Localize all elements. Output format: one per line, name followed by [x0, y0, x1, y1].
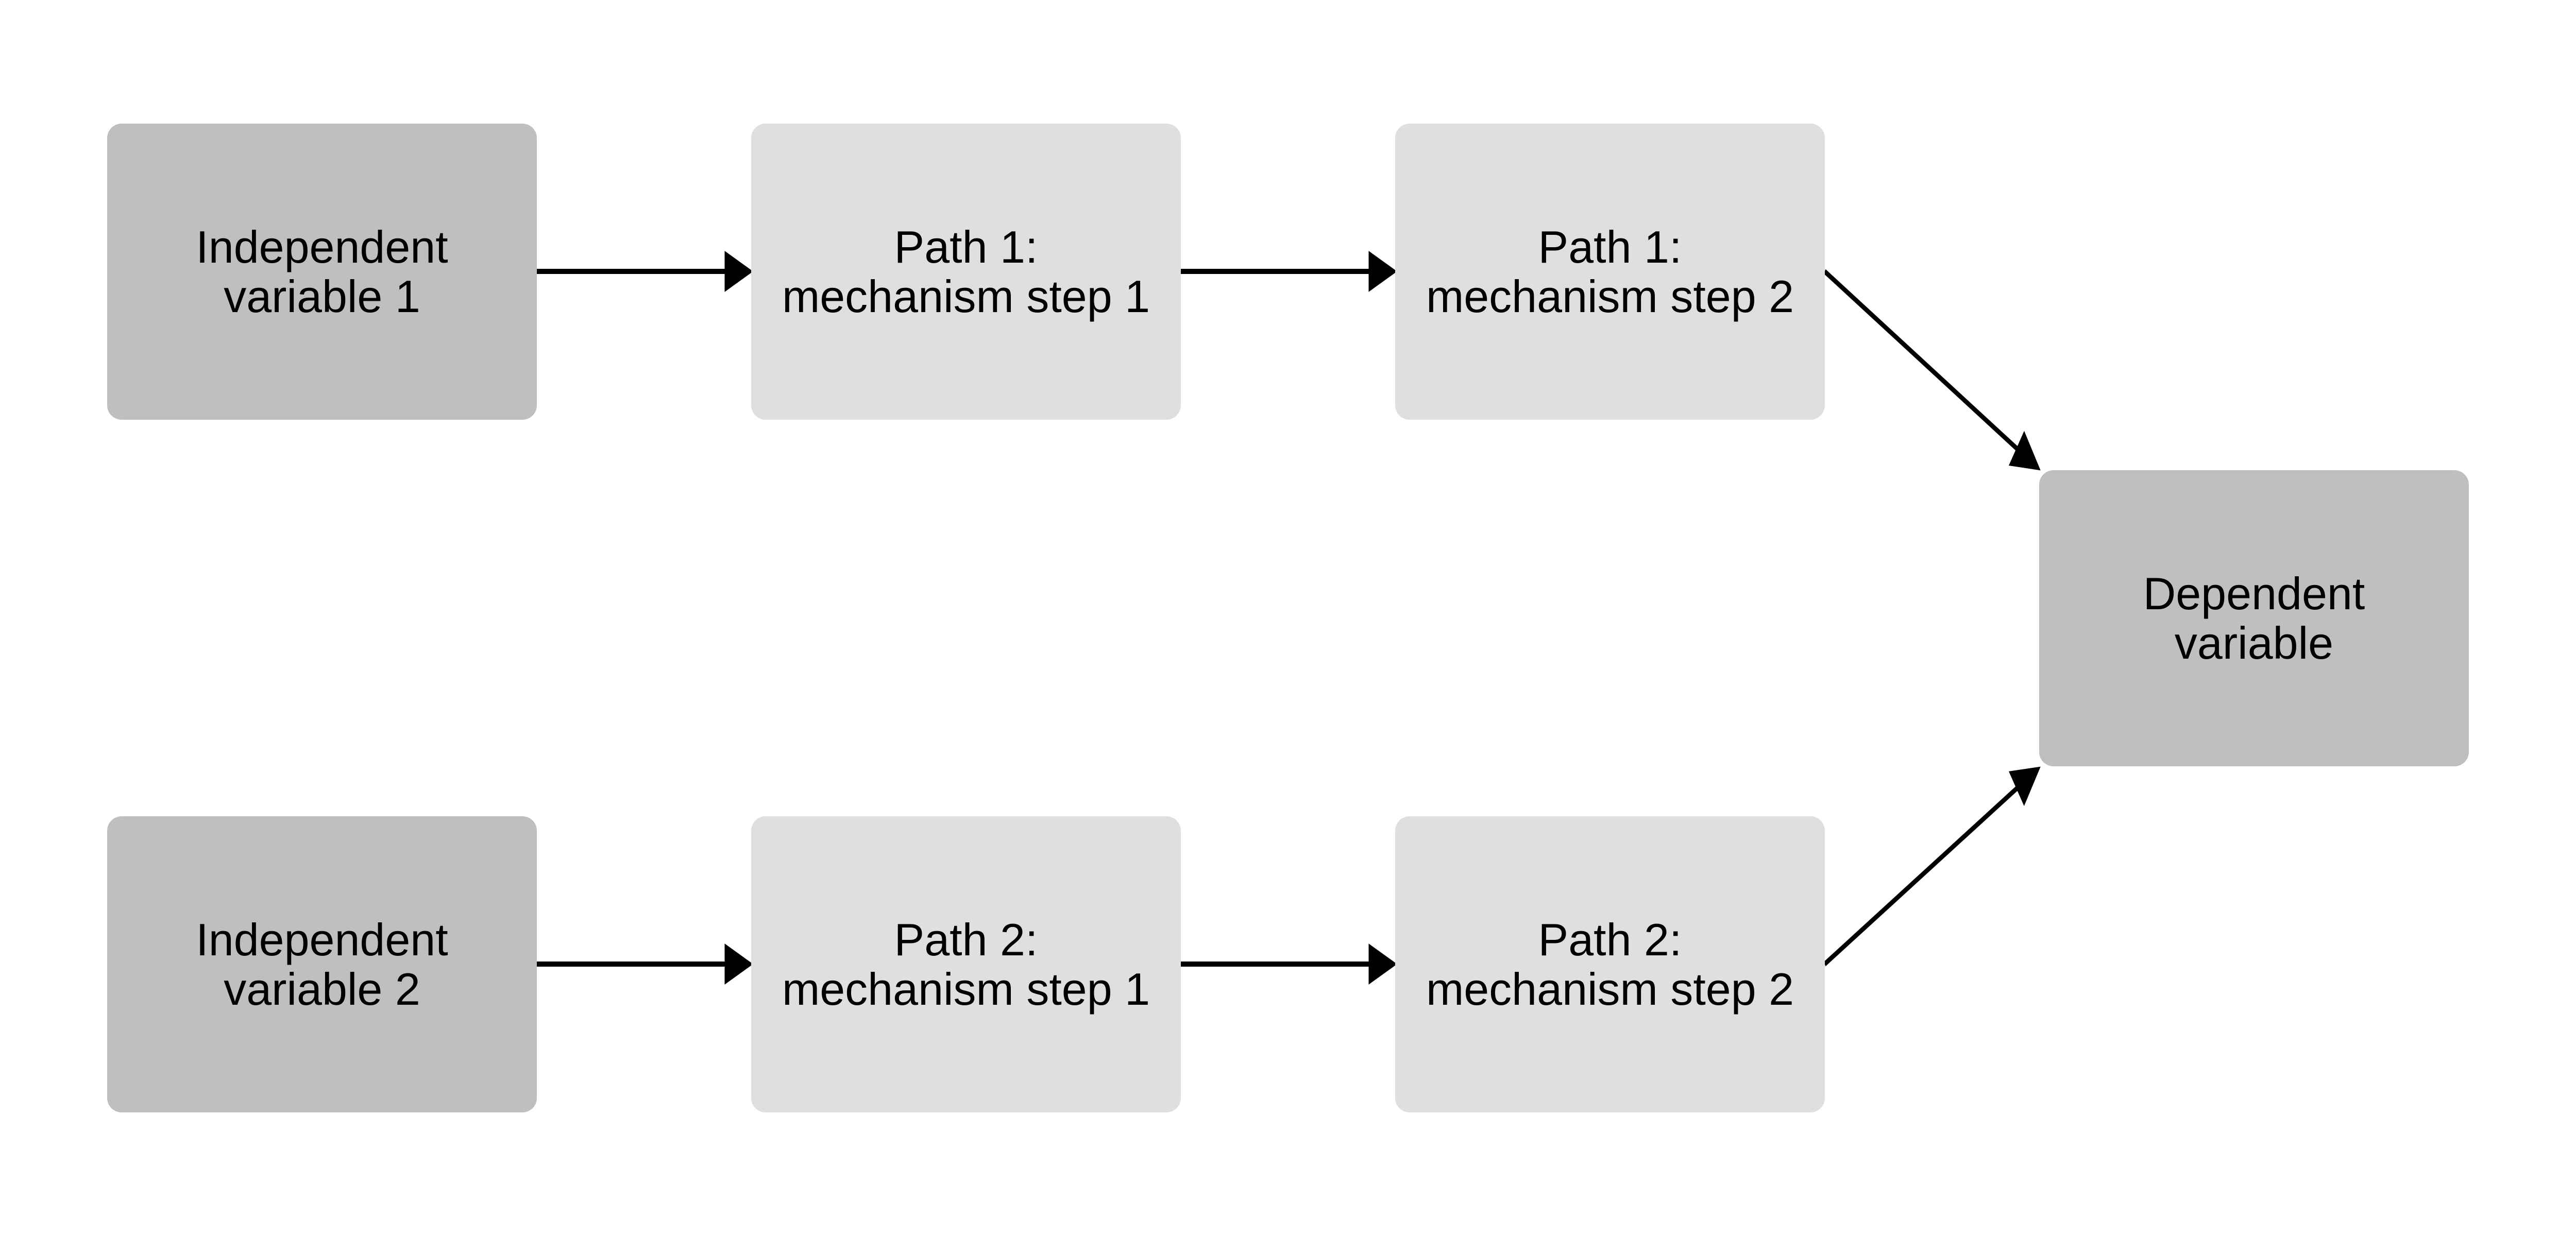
- node-label: Path 2:: [894, 914, 1038, 965]
- node-label: mechanism step 1: [782, 963, 1150, 1015]
- node-label: mechanism step 2: [1426, 270, 1794, 322]
- node-label: mechanism step 1: [782, 270, 1150, 322]
- node-label: Path 1:: [894, 221, 1038, 272]
- node-path1-step1: Path 1: mechanism step 1: [751, 124, 1181, 420]
- node-dependent-variable: Dependent variable: [2039, 470, 2469, 766]
- node-label: Path 2:: [1538, 914, 1682, 965]
- node-label: Independent: [196, 914, 448, 965]
- node-label: Independent: [196, 221, 448, 272]
- node-path2-step1: Path 2: mechanism step 1: [751, 816, 1181, 1112]
- node-path2-step2: Path 2: mechanism step 2: [1395, 816, 1825, 1112]
- node-label: variable 2: [224, 963, 420, 1015]
- node-label: Path 1:: [1538, 221, 1682, 272]
- node-label: Dependent: [2143, 568, 2365, 619]
- node-label: variable: [2174, 617, 2334, 668]
- node-independent-variable-1: Independent variable 1: [107, 124, 537, 420]
- node-path1-step2: Path 1: mechanism step 2: [1395, 124, 1825, 420]
- arrow-p2s2-to-dv: [1823, 766, 2041, 967]
- node-independent-variable-2: Independent variable 2: [107, 816, 537, 1112]
- node-label: mechanism step 2: [1426, 963, 1794, 1015]
- arrow-p1s2-to-dv: [1823, 269, 2041, 471]
- node-label: variable 1: [224, 270, 420, 322]
